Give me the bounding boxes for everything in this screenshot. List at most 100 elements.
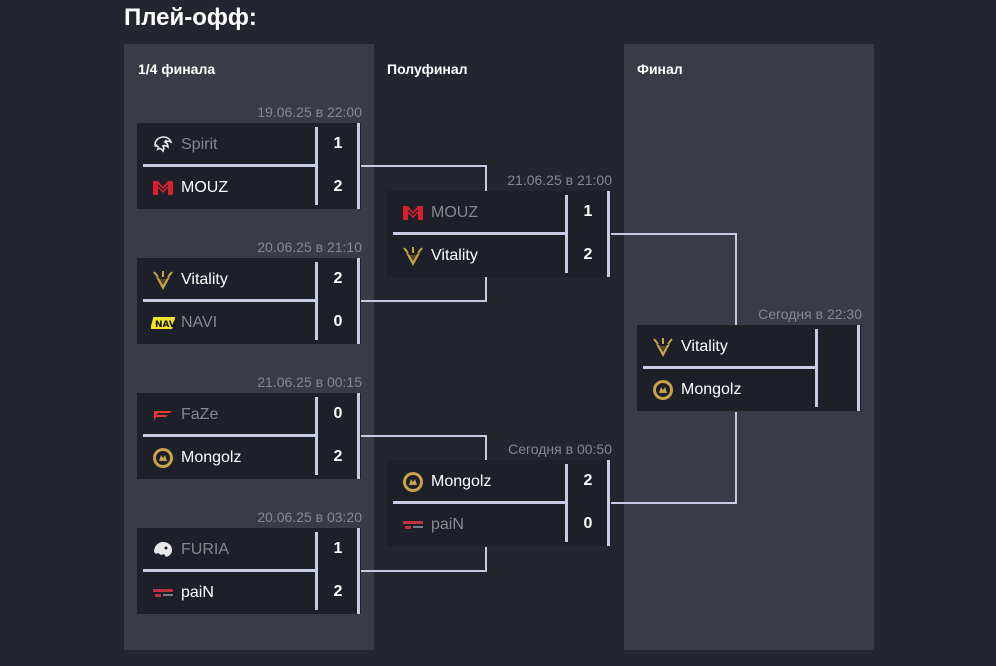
round-label-semifinal: Полуфинал [387, 61, 468, 77]
team-score: 0 [333, 405, 343, 422]
divider [565, 195, 568, 273]
team-score: 1 [583, 203, 593, 220]
team-score: 1 [333, 135, 343, 152]
team-score: 2 [333, 583, 343, 600]
match-card-qf3[interactable]: FaZe Mongolz 0 2 [137, 393, 361, 479]
team-row[interactable]: Mongolz [137, 436, 313, 479]
match-card-qf1[interactable]: Spirit MOUZ 1 2 [137, 123, 361, 209]
pain-logo-icon [401, 513, 425, 537]
team-row[interactable]: MOUZ [137, 166, 313, 209]
match-card-sf1[interactable]: MOUZ Vitality 1 2 [387, 191, 611, 277]
match-time: 20.06.25 в 03:20 [257, 509, 362, 525]
team-score: 0 [333, 313, 343, 330]
match-time: 21.06.25 в 21:00 [507, 172, 612, 188]
team-name: Mongolz [431, 472, 492, 490]
team-name: Vitality [431, 246, 478, 264]
mouz-logo-icon [401, 201, 425, 225]
divider [143, 164, 317, 167]
team-score: 1 [333, 540, 343, 557]
team-row[interactable]: Mongolz [387, 460, 563, 503]
team-row[interactable]: paiN [387, 503, 563, 546]
divider [393, 232, 567, 235]
divider [143, 299, 317, 302]
connector-sf1-final [611, 233, 737, 325]
connector-qf2-sf1 [361, 277, 487, 302]
team-row[interactable]: FaZe [137, 393, 313, 436]
divider [643, 366, 817, 369]
divider [143, 434, 317, 437]
divider [315, 532, 318, 610]
team-score: 0 [583, 515, 593, 532]
match-card-qf2[interactable]: Vitality NAVI 2 0 [137, 258, 361, 344]
divider [143, 569, 317, 572]
team-row[interactable]: Vitality [137, 258, 313, 301]
match-time: 21.06.25 в 00:15 [257, 374, 362, 390]
divider [607, 460, 610, 546]
match-time: Сегодня в 00:50 [508, 441, 612, 457]
team-name: Mongolz [181, 448, 242, 466]
team-score: 2 [333, 178, 343, 195]
divider [315, 397, 318, 475]
divider [357, 123, 360, 209]
team-row[interactable]: Vitality [387, 234, 563, 277]
divider [607, 191, 610, 277]
vitality-logo-icon [651, 335, 675, 359]
divider [357, 393, 360, 479]
vitality-logo-icon [401, 244, 425, 268]
divider [815, 329, 818, 407]
divider [357, 258, 360, 344]
faze-logo-icon [151, 403, 175, 427]
team-row[interactable]: MOUZ [387, 191, 563, 234]
team-row[interactable]: paiN [137, 571, 313, 614]
team-score: 2 [333, 448, 343, 465]
connector-qf1-sf1 [361, 165, 487, 192]
team-name: Spirit [181, 135, 218, 153]
pain-logo-icon [151, 581, 175, 605]
furia-logo-icon [151, 538, 175, 562]
team-name: FURIA [181, 540, 229, 558]
round-label-final: Финал [637, 61, 683, 77]
team-name: Vitality [681, 337, 728, 355]
round-label-quarterfinal: 1/4 финала [138, 61, 216, 77]
match-card-final[interactable]: Vitality Mongolz [637, 325, 861, 411]
divider [357, 528, 360, 614]
team-row[interactable]: Vitality [637, 325, 813, 368]
match-time: 20.06.25 в 21:10 [257, 239, 362, 255]
team-name: MOUZ [431, 203, 479, 221]
team-row[interactable]: NAVI [137, 301, 313, 344]
mongolz-logo-icon [651, 378, 675, 402]
connector-sf2-final [611, 412, 737, 504]
team-score: 2 [583, 472, 593, 489]
divider [393, 501, 567, 504]
match-time: Сегодня в 22:30 [758, 306, 862, 322]
navi-logo-icon [151, 311, 175, 335]
connector-qf3-sf2 [361, 435, 487, 462]
team-row[interactable]: Spirit [137, 123, 313, 166]
team-name: Vitality [181, 270, 228, 288]
team-score: 2 [583, 246, 593, 263]
mongolz-logo-icon [401, 470, 425, 494]
team-name: FaZe [181, 405, 219, 423]
team-name: paiN [431, 515, 464, 533]
match-time: 19.06.25 в 22:00 [257, 104, 362, 120]
team-row[interactable]: FURIA [137, 528, 313, 571]
divider [315, 127, 318, 205]
connector-qf4-sf2 [361, 547, 487, 572]
team-name: Mongolz [681, 380, 742, 398]
team-row[interactable]: Mongolz [637, 368, 813, 411]
vitality-logo-icon [151, 268, 175, 292]
divider [565, 464, 568, 542]
match-card-qf4[interactable]: FURIA paiN 1 2 [137, 528, 361, 614]
team-name: paiN [181, 583, 214, 601]
team-name: NAVI [181, 313, 218, 331]
spirit-logo-icon [151, 133, 175, 157]
mongolz-logo-icon [151, 446, 175, 470]
team-name: MOUZ [181, 178, 229, 196]
team-score: 2 [333, 270, 343, 287]
divider [315, 262, 318, 340]
page-title: Плей-офф: [124, 4, 257, 31]
divider [857, 325, 860, 411]
match-card-sf2[interactable]: Mongolz paiN 2 0 [387, 460, 611, 546]
mouz-logo-icon [151, 176, 175, 200]
